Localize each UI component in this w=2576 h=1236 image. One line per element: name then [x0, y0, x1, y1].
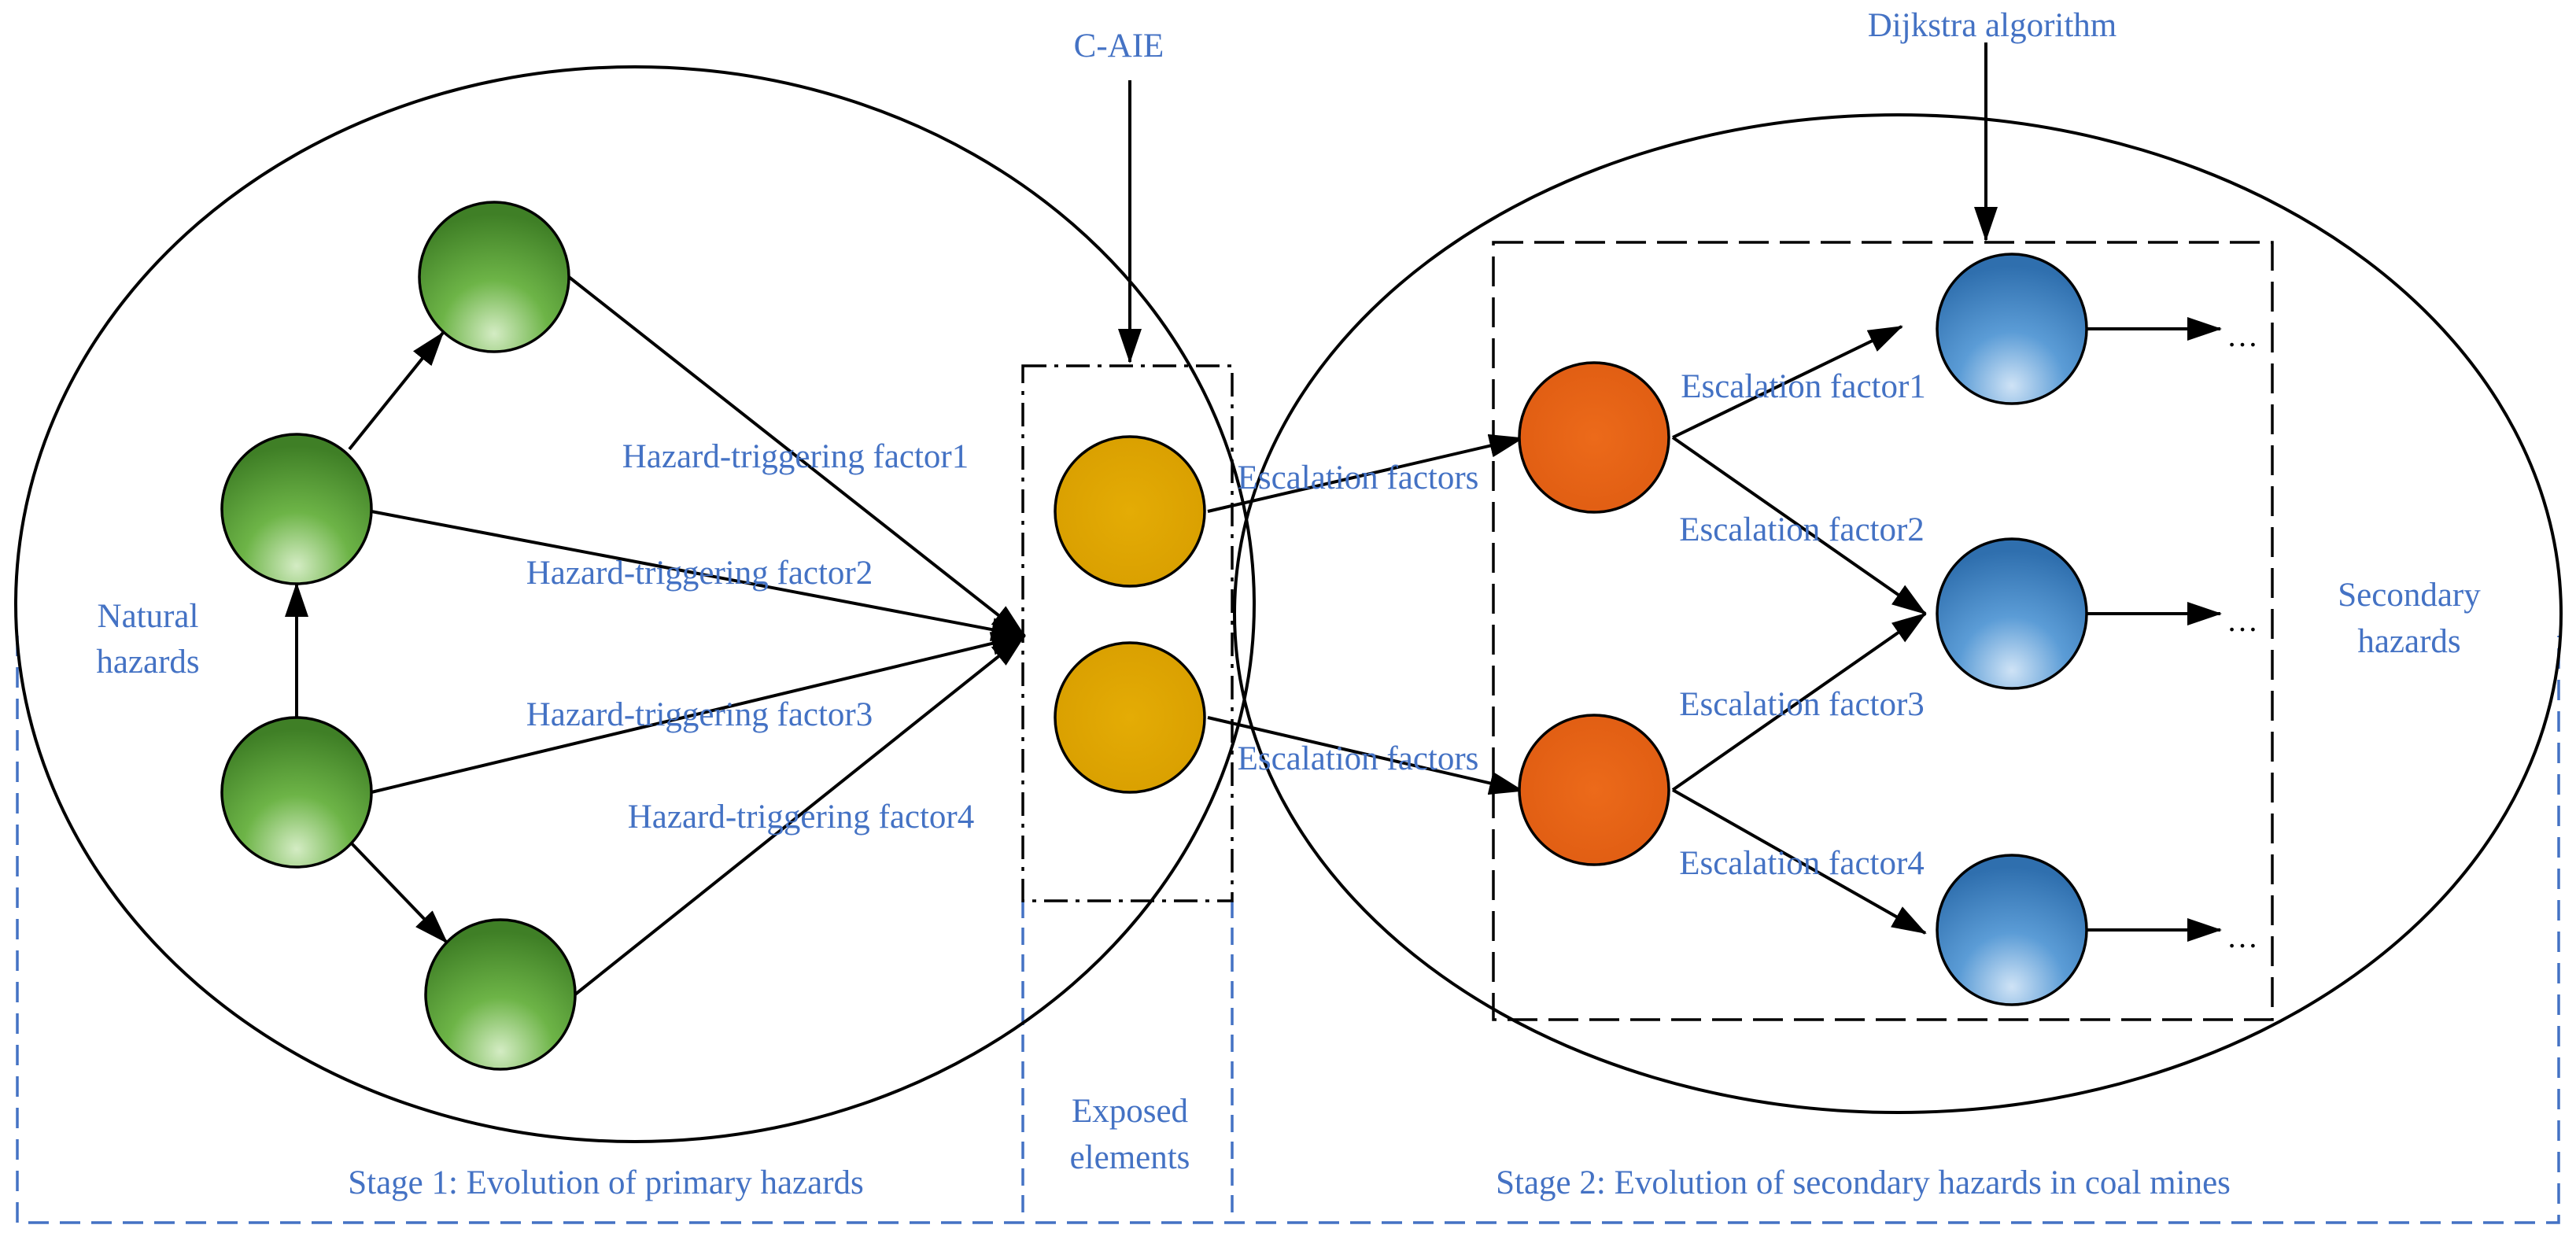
escalation-factor4-label: Escalation factor4: [1679, 845, 1925, 882]
edge-g4-target: [574, 634, 1026, 996]
dijkstra-label: Dijkstra algorithm: [1868, 7, 2117, 44]
escalation-factor3-label: Escalation factor3: [1679, 686, 1925, 723]
hazard-triggering-factor4-label: Hazard-triggering factor4: [628, 799, 975, 836]
secondary-hazards-label-line2: hazards: [2357, 623, 2460, 660]
stage2-label: Stage 2: Evolution of secondary hazards …: [1496, 1164, 2231, 1201]
edge-y1-o1: [1207, 434, 1524, 513]
secondary-hazard-node-3: [1936, 854, 2088, 1006]
escalation-node-1: [1518, 361, 1670, 514]
edge-o1-b2: [1671, 436, 1927, 615]
hazard-triggering-factor3-label: Hazard-triggering factor3: [526, 696, 873, 733]
edge-g3-target: [371, 632, 1026, 794]
edge-o1-b1: [1672, 325, 1903, 439]
escalation-node-2: [1518, 714, 1670, 866]
edge-g3-g4: [348, 839, 448, 944]
edge-o2-b2: [1671, 612, 1927, 791]
c-aie-label: C-AIE: [1074, 28, 1164, 65]
ellipsis-bottom: …: [2227, 919, 2258, 954]
hazard-triggering-factor2-label: Hazard-triggering factor2: [526, 555, 873, 592]
exposed-elements-label-line1: Exposed: [1072, 1093, 1188, 1130]
labels: C-AIE Dijkstra algorithm Natural hazards…: [96, 7, 2481, 1201]
natural-hazards-label-line2: hazards: [96, 644, 199, 681]
hazard-triggering-factor1-label: Hazard-triggering factor1: [622, 438, 969, 475]
primary-hazard-node-2: [220, 433, 373, 585]
edge-g2-g1: [348, 331, 445, 451]
stage1-label: Stage 1: Evolution of primary hazards: [348, 1164, 864, 1201]
exposed-element-node-2: [1054, 641, 1206, 794]
escalation-factors-bottom-label: Escalation factors: [1238, 740, 1479, 777]
nodes: [220, 201, 2088, 1071]
secondary-hazards-label-line1: Secondary: [2338, 577, 2481, 614]
ellipsis-middle: …: [2227, 603, 2258, 638]
edge-y2-o2: [1207, 716, 1524, 795]
secondary-hazard-node-2: [1936, 537, 2088, 690]
secondary-hazard-node-1: [1936, 253, 2088, 405]
primary-hazard-node-1: [418, 201, 570, 353]
exposed-elements-label-line2: elements: [1070, 1139, 1190, 1176]
natural-hazards-label-line1: Natural: [98, 598, 199, 635]
escalation-factor1-label: Escalation factor1: [1681, 368, 1926, 405]
stage-frame: [16, 636, 2560, 1224]
ellipsis-top: …: [2227, 318, 2258, 353]
dijkstra-region-box: [1492, 241, 2274, 1021]
edges: [285, 42, 2222, 996]
edge-g1-target: [567, 275, 1026, 637]
edge-o2-b3: [1672, 788, 1927, 935]
primary-hazard-node-3: [220, 716, 373, 869]
edge-g2-target: [371, 510, 1026, 641]
escalation-factor2-label: Escalation factor2: [1679, 511, 1925, 548]
primary-hazard-node-4: [424, 918, 577, 1071]
primary-hazard-ellipse: [14, 65, 1256, 1143]
escalation-factors-top-label: Escalation factors: [1238, 459, 1479, 496]
exposed-element-node-1: [1054, 435, 1206, 588]
secondary-hazard-ellipse: [1233, 113, 2563, 1114]
